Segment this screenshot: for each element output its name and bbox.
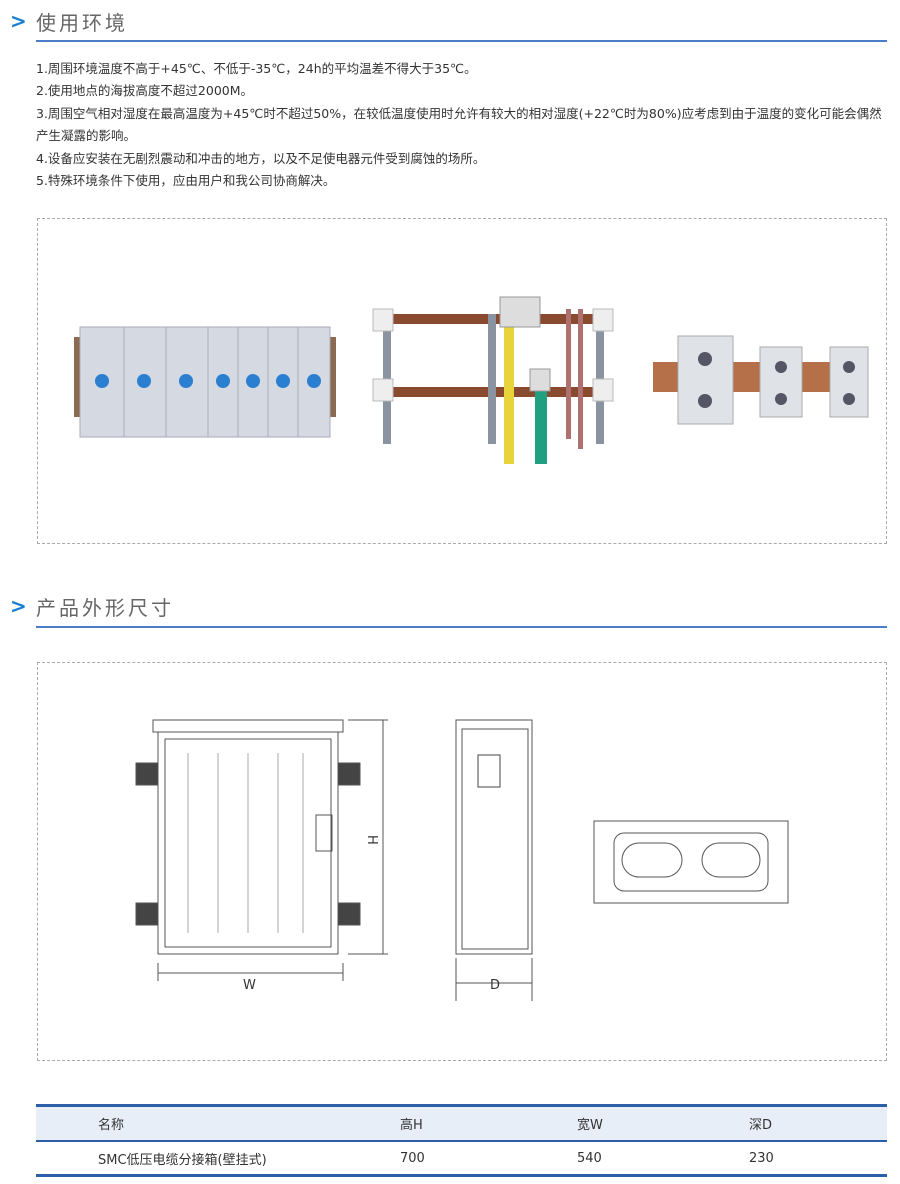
dimension-drawing-svg: W H D: [135, 719, 789, 1001]
note: 5.特殊环境条件下使用，应由用户和我公司协商解决。: [36, 173, 336, 189]
cell-depth: 230: [748, 1141, 887, 1177]
depth-label: D: [490, 978, 500, 993]
note: 2.使用地点的海拔高度不超过2000M。: [36, 83, 254, 99]
gland-plate-view: [593, 820, 789, 904]
product-photos: [37, 218, 887, 544]
table-header: 名称 高H 宽W 深D: [36, 1104, 887, 1142]
section-header-dimensions: > 产品外形尺寸: [10, 589, 174, 623]
header-depth: 深D: [748, 1104, 887, 1142]
connector-photo: [653, 335, 869, 425]
divider: [36, 40, 887, 42]
environment-notes: 1.周围环境温度不高于+45℃、不低于-35℃，24h的平均温差不得大于35℃。…: [36, 58, 896, 192]
section-title: 使用环境: [36, 10, 128, 35]
cell-name: SMC低压电缆分接箱(壁挂式): [36, 1141, 399, 1177]
section-title: 产品外形尺寸: [36, 595, 174, 620]
busbar-photo: [372, 296, 614, 464]
product-photos-svg: [74, 296, 869, 464]
front-view: [135, 719, 388, 981]
cell-width: 540: [576, 1141, 748, 1177]
dimension-drawing: W H D: [37, 662, 887, 1061]
note: 3.周围空气相对湿度在最高温度为+45℃时不超过50%，在较低温度使用时允许有较…: [36, 105, 882, 144]
header-height: 高H: [399, 1104, 576, 1142]
note: 1.周围环境温度不高于+45℃、不低于-35℃，24h的平均温差不得大于35℃。: [36, 61, 477, 76]
width-label: W: [243, 978, 256, 993]
section-header-environment: > 使用环境: [10, 4, 128, 38]
header-width: 宽W: [576, 1104, 748, 1142]
divider: [36, 626, 887, 628]
cell-height: 700: [399, 1141, 576, 1177]
chevron-right-icon: >: [10, 594, 27, 618]
side-view: [455, 719, 533, 1001]
dimension-table: 名称 高H 宽W 深D SMC低压电缆分接箱(壁挂式) 700 540 230: [36, 1104, 887, 1177]
header-name: 名称: [36, 1104, 399, 1142]
height-label: H: [364, 835, 379, 845]
switch-module-photo: [74, 326, 336, 438]
table-row: SMC低压电缆分接箱(壁挂式) 700 540 230: [36, 1141, 887, 1177]
note: 4.设备应安装在无剧烈震动和冲击的地方，以及不足使电器元件受到腐蚀的场所。: [36, 150, 486, 166]
chevron-right-icon: >: [10, 9, 27, 33]
